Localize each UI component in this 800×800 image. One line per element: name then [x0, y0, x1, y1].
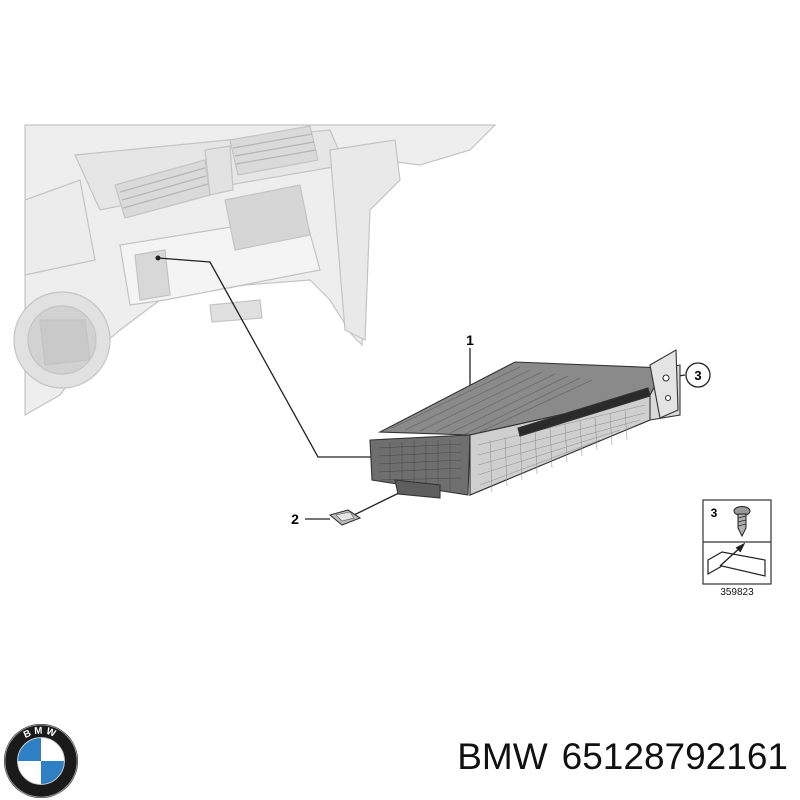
mounting-tool-icon [707, 542, 766, 577]
logo-letters: BMW [22, 726, 57, 741]
legend-reference-code: 359823 [720, 587, 754, 598]
bmw-logo: BMW [3, 723, 79, 799]
head-unit-illustration [369, 349, 681, 499]
mount-point-dot [155, 255, 161, 261]
part-caption: BMW 65128792161 [457, 736, 788, 778]
brand-name: BMW [457, 736, 548, 777]
clip-part [328, 509, 362, 526]
leader-line-mount [157, 257, 372, 458]
svg-text:BMW: BMW [22, 726, 60, 741]
callout-2: 2 [291, 511, 299, 527]
legend-item-number: 3 [711, 506, 718, 520]
legend-box: 3 [702, 499, 772, 585]
leader-line-2b [351, 489, 406, 517]
callout-3-circle [685, 362, 711, 388]
callout-3: 3 [694, 368, 701, 383]
dashboard-illustration [13, 124, 497, 417]
screw-icon [733, 506, 751, 538]
callout-1: 1 [466, 332, 474, 348]
part-number: 65128792161 [561, 736, 788, 777]
